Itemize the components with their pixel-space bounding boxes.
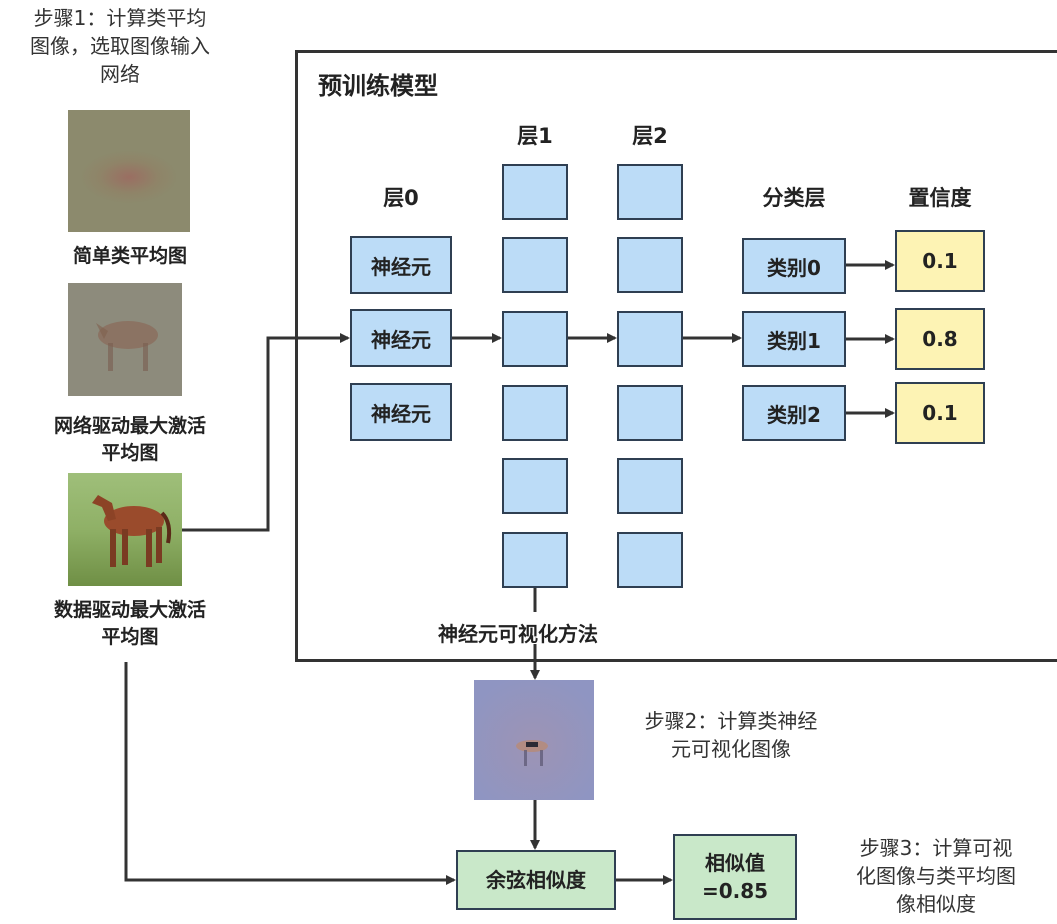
step1-text: 步骤1：计算类平均 图像，选取图像输入 网络: [30, 6, 210, 86]
network-driven-image: [68, 283, 182, 396]
neuron-visualization-image: [474, 680, 594, 800]
layer1-unit: [502, 237, 568, 293]
layer2-header: 层2: [632, 124, 668, 148]
step2-text: 步骤2：计算类神经 元可视化图像: [644, 709, 818, 761]
class-1: 类别1: [742, 311, 846, 367]
network-driven-caption: 网络驱动最大激活 平均图: [53, 415, 206, 464]
simple-average-image: [68, 110, 190, 232]
layer2-unit: [617, 385, 683, 441]
layer1-unit: [502, 458, 568, 514]
class-2: 类别2: [742, 385, 846, 441]
confidence-2: 0.1: [895, 382, 985, 444]
confidence-header: 置信度: [908, 186, 972, 210]
layer1-unit: [502, 532, 568, 588]
data-driven-image: [68, 473, 182, 586]
layer1-unit: [502, 311, 568, 367]
layer2-unit: [617, 311, 683, 367]
layer0-header: 层0: [383, 186, 419, 210]
confidence-0: 0.1: [895, 230, 985, 292]
layer2-unit: [617, 237, 683, 293]
classifier-header: 分类层: [762, 186, 826, 210]
model-title: 预训练模型: [318, 72, 438, 100]
layer1-header: 层1: [517, 124, 553, 148]
layer2-unit: [617, 458, 683, 514]
pretrained-model-frame: [295, 50, 1057, 662]
neuron-1: 神经元: [350, 309, 452, 367]
data-driven-caption: 数据驱动最大激活 平均图: [53, 599, 206, 648]
layer2-unit: [617, 164, 683, 220]
similarity-value-box: 相似值 =0.85: [673, 834, 797, 920]
visualization-method-label: 神经元可视化方法: [438, 622, 598, 646]
cosine-similarity-box: 余弦相似度: [456, 850, 616, 910]
class-0: 类别0: [742, 238, 846, 294]
simple-average-caption: 简单类平均图: [72, 245, 187, 267]
layer1-unit: [502, 385, 568, 441]
step3-text: 步骤3：计算可视 化图像与类平均图 像相似度: [856, 836, 1016, 916]
layer1-unit: [502, 164, 568, 220]
layer2-unit: [617, 532, 683, 588]
neuron-0: 神经元: [350, 236, 452, 294]
confidence-1: 0.8: [895, 308, 985, 370]
neuron-2: 神经元: [350, 383, 452, 441]
